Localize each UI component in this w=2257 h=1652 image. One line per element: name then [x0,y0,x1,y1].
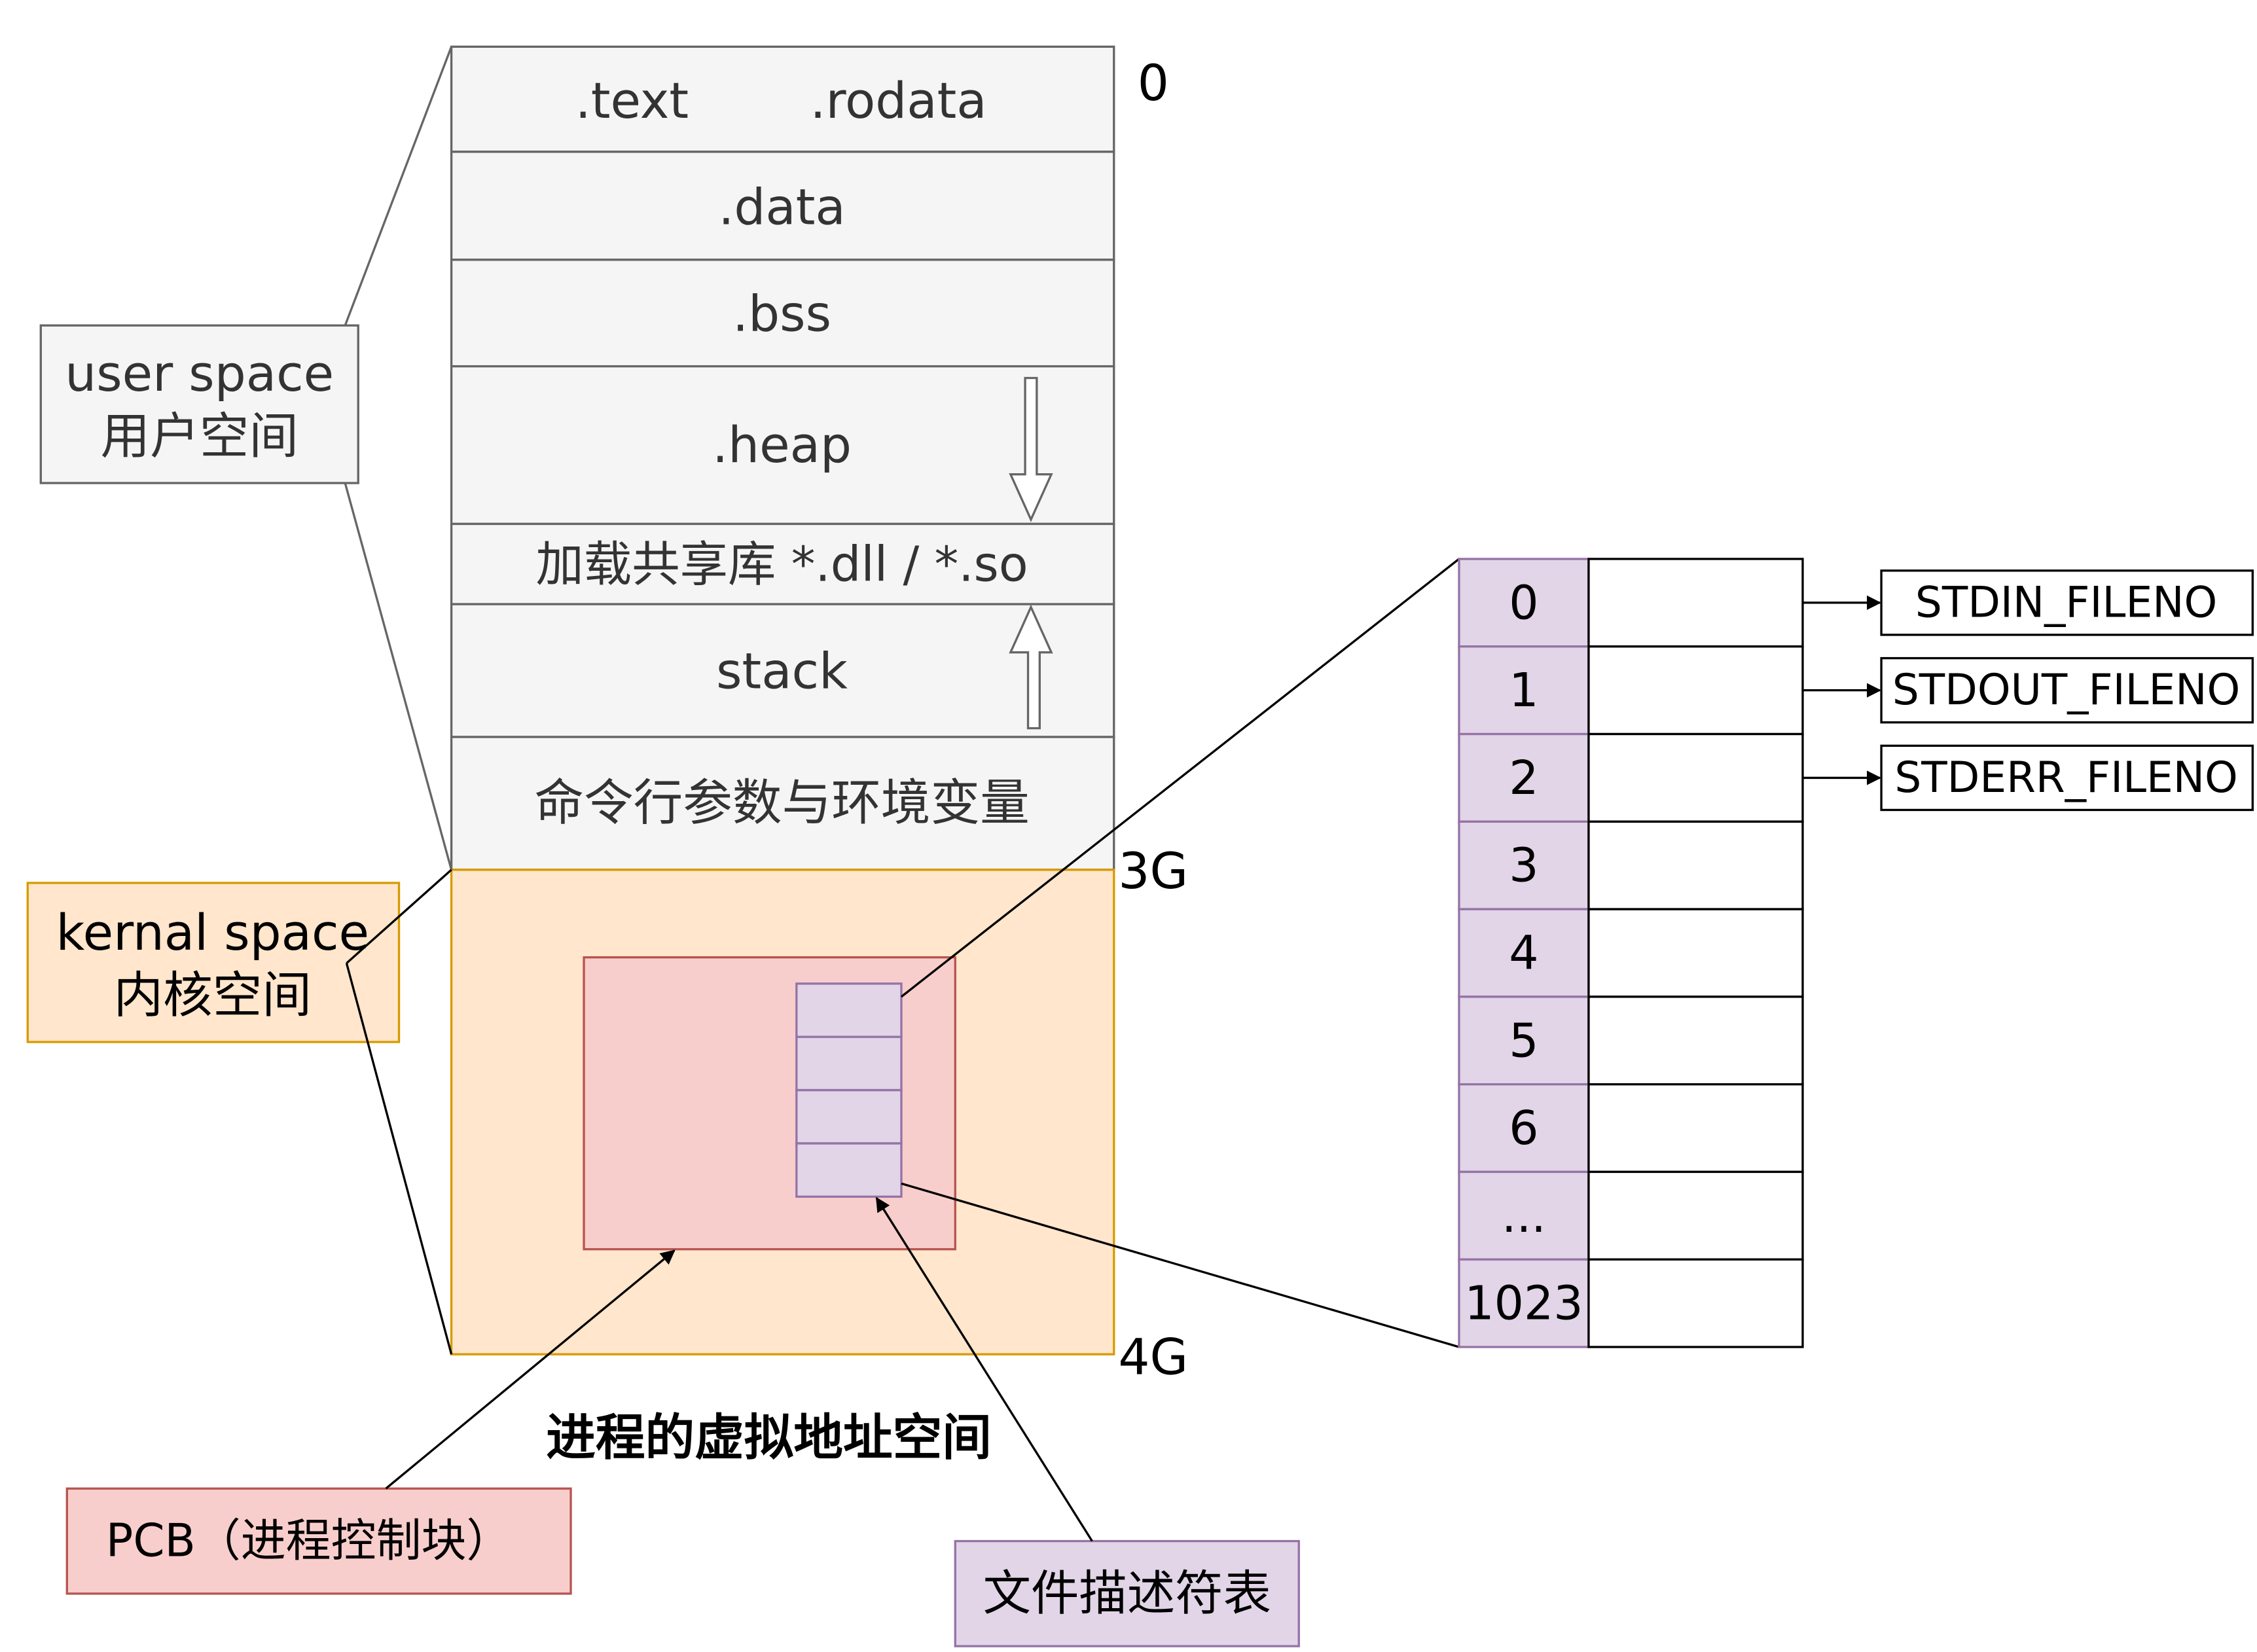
fd-table-mini [795,982,903,1198]
std-stream-box [1880,569,2254,636]
std-stream-targets: STDIN_FILENO STDOUT_FILENO STDERR_FILENO [1802,569,2254,812]
fd-table-pointer-arrow [875,1196,1093,1542]
fd-pointer-cell [1587,732,1804,823]
text-section-label: .text [575,72,689,130]
address-4g-label: 4G [1118,1329,1188,1386]
data-segment [450,151,1115,261]
shared-lib-label: 加载共享库 *.dll / *.so [535,537,1028,592]
fd-mini-cell [795,1142,903,1198]
fd-mini-cell [795,982,903,1038]
heap-growth-arrow-icon [1009,376,1053,522]
fd-index-label: 1 [1509,663,1538,717]
fd-table: 0 1 2 3 4 5 6... 1023 [1458,558,1804,1348]
fd-index-label: 0 [1509,575,1538,630]
fd-pointer-cell [1587,1170,1804,1261]
kernel-space-bracket-line [346,869,452,964]
fd-index-cell [1458,732,1590,823]
user-space-label: user space [65,345,334,403]
pcb-callout [65,1487,572,1595]
fd-index-label: 5 [1509,1013,1538,1068]
heap-section-label: .heap [712,416,852,474]
std-stream-label: STDIN_FILENO [1915,578,2217,627]
diagram-title: 进程的虚拟地址空间 [546,1409,992,1466]
std-stream-box [1880,656,2254,724]
user-space-label-cn: 用户空间 [100,408,298,465]
fd-index-label: 1023 [1464,1276,1583,1331]
pcb-label: PCB（进程控制块） [106,1515,512,1567]
kernel-space-label: kernal space [56,904,369,961]
fd-index-cell [1458,645,1590,736]
kernel-space-bracket-line [345,963,453,1355]
user-space-bracket-line [344,46,453,326]
kernel-space-label-cn: 内核空间 [114,967,312,1024]
fd-index-cell [1458,908,1590,998]
kernel-space-callout [26,882,401,1043]
stack-growth-arrow-icon [1009,604,1053,730]
fd-pointer-cell [1587,558,1804,648]
fd-pointer-cell [1587,1083,1804,1174]
fd-pointer-cell [1587,996,1804,1086]
pcb-pointer-arrow [385,1249,676,1490]
std-stream-label: STDERR_FILENO [1894,753,2238,802]
fd-index-label: 3 [1509,838,1538,893]
fd-index-cell [1458,558,1590,648]
fd-index-cell [1458,996,1590,1086]
std-stream-box [1880,744,2254,812]
fd-index-label: ... [1502,1189,1546,1243]
memory-layout [450,45,1115,871]
fd-index-cell [1458,1083,1590,1174]
user-space-callout [39,324,359,484]
stack-segment [450,603,1115,738]
fd-pointer-cell [1587,645,1804,736]
zoom-line-bottom [901,1182,1460,1348]
heap-segment [450,365,1115,526]
stack-section-label: stack [716,643,848,700]
fd-mini-cell [795,1035,903,1092]
fd-table-label: 文件描述符表 [983,1566,1271,1621]
text-rodata-segment [450,45,1115,153]
fd-mini-cell [795,1088,903,1145]
fd-index-label: 2 [1509,751,1538,805]
fd-pointer-cell [1587,820,1804,910]
fd-pointer-cell [1587,908,1804,998]
fd-index-label: 4 [1509,925,1538,980]
rodata-section-label: .rodata [810,72,986,130]
address-3g-label: 3G [1118,842,1188,900]
zoom-line-top [900,558,1460,998]
std-stream-label: STDOUT_FILENO [1892,666,2240,715]
fd-table-callout [954,1539,1300,1647]
data-section-label: .data [718,179,845,236]
fd-index-cell [1458,1170,1590,1261]
fd-index-label: 6 [1509,1101,1538,1155]
address-zero-label: 0 [1138,54,1169,112]
bss-segment [450,259,1115,368]
fd-pointer-cell [1587,1258,1804,1348]
user-space-bracket-line [344,482,453,871]
bss-section-label: .bss [732,285,831,342]
args-env-label: 命令行参数与环境变量 [534,774,1029,831]
